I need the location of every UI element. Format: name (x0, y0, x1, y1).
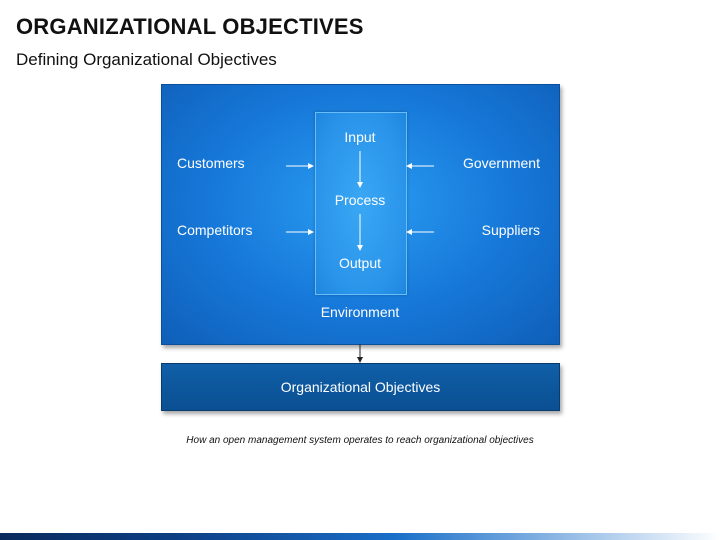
page-title: ORGANIZATIONAL OBJECTIVES (16, 14, 364, 39)
government-label: Government (462, 155, 540, 171)
organizational-objectives-box: Organizational Objectives (161, 363, 560, 411)
process-box (315, 112, 407, 295)
environment-label: Environment (320, 304, 400, 320)
competitors-label: Competitors (177, 222, 253, 238)
footer-bar (0, 533, 720, 540)
suppliers-label: Suppliers (481, 222, 540, 238)
process-label: Process (334, 192, 386, 208)
input-label: Input (344, 129, 376, 145)
page-subtitle: Defining Organizational Objectives (16, 50, 277, 69)
organizational-objectives-label: Organizational Objectives (280, 379, 441, 395)
customers-label: Customers (177, 155, 245, 171)
output-label: Output (338, 255, 382, 271)
diagram-caption: How an open management system operates t… (186, 435, 534, 446)
